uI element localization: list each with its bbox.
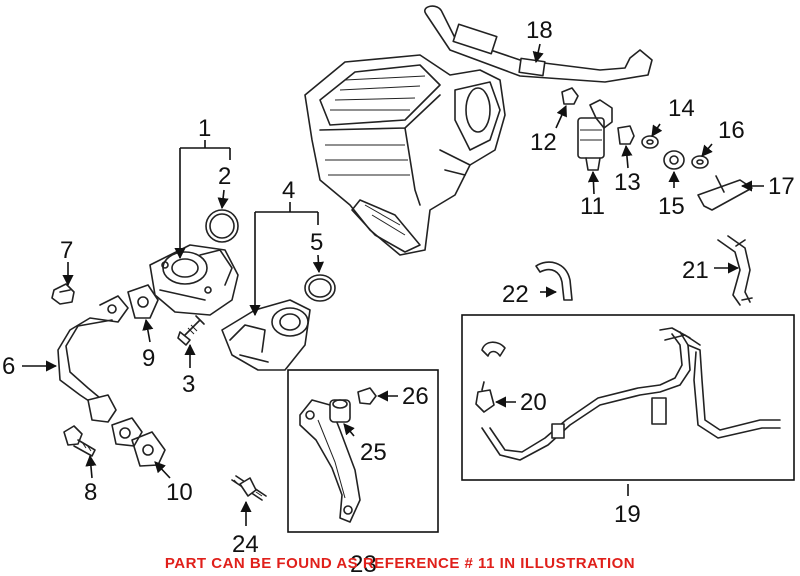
callout-15: 15 [658, 193, 685, 220]
callout-12: 12 [530, 129, 557, 156]
bolt-7 [51, 283, 75, 305]
gasket-10 [131, 431, 166, 467]
callout-18: 18 [526, 17, 553, 44]
callout-11: 11 [580, 193, 605, 220]
egr-pipe-6 [57, 295, 143, 447]
stud-24 [231, 475, 267, 501]
gasket-5 [304, 274, 336, 302]
bushing-25 [329, 399, 351, 423]
callout-23: 23 [350, 551, 377, 576]
washer-16 [691, 155, 709, 169]
callout-22: 22 [502, 281, 529, 308]
washer-14 [641, 135, 659, 149]
callout-13: 13 [614, 169, 641, 196]
nut-12 [561, 87, 579, 105]
air-cleaner-housing [304, 54, 506, 256]
callout-19: 19 [614, 501, 641, 528]
bolt-8 [63, 425, 96, 457]
callout-7: 7 [60, 237, 73, 264]
check-valve-20 [475, 381, 495, 413]
hose-22 [535, 261, 573, 301]
callout-1: 1 [198, 115, 211, 142]
hose-kit-19-box [461, 314, 795, 481]
egr-cooler-4 [221, 299, 311, 371]
part-reference-notice: PART CAN BE FOUND AS REFERENCE # 11 IN I… [165, 555, 635, 572]
callout-9: 9 [142, 345, 155, 372]
callout-20: 20 [520, 389, 547, 416]
bolt-3 [177, 315, 205, 346]
gasket-2 [205, 209, 239, 243]
callout-2: 2 [218, 163, 231, 190]
callout-5: 5 [310, 229, 323, 256]
callout-4: 4 [282, 177, 295, 204]
callout-17: 17 [768, 173, 795, 200]
gasket-9 [127, 284, 159, 319]
callout-21: 21 [682, 257, 709, 284]
bolt-26 [357, 387, 377, 405]
hose-kit-19 [481, 327, 781, 461]
leader-lines [22, 43, 764, 526]
bracket-23-box [287, 369, 439, 533]
callout-6: 6 [2, 353, 15, 380]
callout-16: 16 [718, 117, 745, 144]
callout-24: 24 [232, 531, 259, 558]
callout-25: 25 [360, 439, 387, 466]
callout-14: 14 [668, 95, 695, 122]
grommet-13 [617, 125, 635, 145]
callout-26: 26 [402, 383, 429, 410]
callout-3: 3 [182, 371, 195, 398]
egr-valve-1 [149, 244, 239, 316]
callout-10: 10 [166, 479, 193, 506]
callout-8: 8 [84, 479, 97, 506]
solenoid-valve-11 [577, 99, 613, 171]
bushing-15 [663, 150, 685, 170]
hose-21 [717, 235, 753, 306]
bracket-17 [697, 175, 753, 211]
